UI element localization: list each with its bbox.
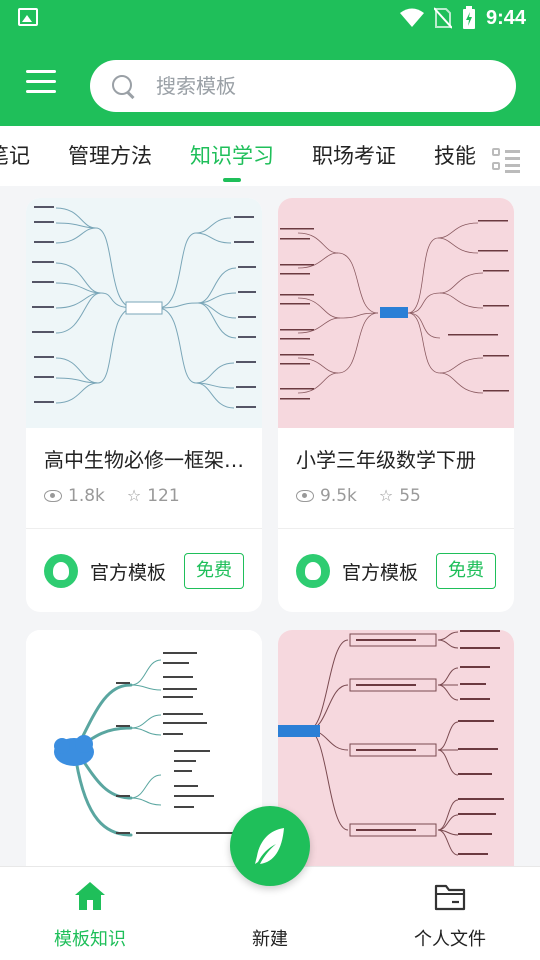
nav-templates[interactable]: 模板知识 bbox=[30, 867, 150, 960]
category-list-icon[interactable] bbox=[492, 148, 520, 173]
official-logo-icon bbox=[296, 554, 330, 588]
view-count: 9.5k bbox=[320, 486, 357, 506]
owner-label: 官方模板 bbox=[342, 561, 419, 584]
eye-icon bbox=[44, 490, 62, 502]
star-count: 121 bbox=[147, 486, 180, 506]
menu-icon[interactable] bbox=[26, 70, 56, 96]
template-card[interactable] bbox=[278, 630, 514, 866]
nav-my-files[interactable]: 个人文件 bbox=[390, 867, 510, 960]
status-bar: 9:44 bbox=[0, 0, 540, 36]
free-badge[interactable]: 免费 bbox=[436, 553, 496, 589]
card-owner: 官方模板 bbox=[44, 553, 244, 589]
nav-label: 个人文件 bbox=[414, 929, 486, 950]
tab-knowledge[interactable]: 知识学习 bbox=[190, 126, 274, 186]
status-clock: 9:44 bbox=[485, 6, 526, 29]
tab-management[interactable]: 管理方法 bbox=[68, 144, 152, 168]
star-icon: ☆ bbox=[126, 486, 142, 505]
view-count: 1.8k bbox=[68, 486, 105, 506]
owner-label: 官方模板 bbox=[90, 561, 167, 584]
card-owner: 官方模板 bbox=[296, 553, 496, 589]
wifi-icon bbox=[399, 8, 424, 28]
card-stats: 9.5k ☆ 55 bbox=[296, 486, 443, 506]
eye-icon bbox=[296, 490, 314, 502]
star-icon: ☆ bbox=[378, 486, 394, 505]
home-icon bbox=[75, 882, 105, 910]
nav-label: 新建 bbox=[252, 929, 288, 950]
gallery-icon bbox=[18, 8, 38, 26]
mindmap-thumbnail bbox=[278, 630, 514, 866]
search-input[interactable] bbox=[156, 74, 476, 98]
star-count: 55 bbox=[399, 486, 421, 506]
mindmap-thumbnail bbox=[26, 630, 262, 866]
nav-label: 模板知识 bbox=[54, 929, 126, 950]
battery-icon bbox=[462, 6, 476, 30]
category-tabs: 笔记 管理方法 知识学习 职场考证 技能 bbox=[0, 126, 540, 186]
search-bar[interactable] bbox=[90, 60, 516, 112]
tab-notes[interactable]: 笔记 bbox=[0, 144, 30, 168]
app-header: 9:44 bbox=[0, 0, 540, 126]
tab-career[interactable]: 职场考证 bbox=[312, 144, 396, 168]
new-button[interactable] bbox=[230, 806, 310, 886]
official-logo-icon bbox=[44, 554, 78, 588]
template-card[interactable] bbox=[26, 630, 262, 866]
template-card[interactable]: 高中生物必修一框架整… 1.8k ☆ 121 官方模板 免费 bbox=[26, 198, 262, 612]
template-card[interactable]: 小学三年级数学下册 9.5k ☆ 55 官方模板 免费 bbox=[278, 198, 514, 612]
card-title: 小学三年级数学下册 bbox=[296, 448, 476, 472]
no-sim-icon bbox=[433, 7, 452, 29]
nav-new[interactable]: 新建 bbox=[210, 867, 330, 960]
feather-icon bbox=[255, 828, 284, 864]
card-stats: 1.8k ☆ 121 bbox=[44, 486, 202, 506]
free-badge[interactable]: 免费 bbox=[184, 553, 244, 589]
tab-skills[interactable]: 技能 bbox=[434, 144, 476, 168]
search-icon bbox=[110, 73, 136, 99]
folder-icon bbox=[434, 884, 466, 911]
mindmap-thumbnail bbox=[26, 198, 262, 428]
mindmap-thumbnail bbox=[278, 198, 514, 428]
status-icons: 9:44 bbox=[399, 6, 526, 30]
card-title: 高中生物必修一框架整… bbox=[44, 448, 254, 472]
